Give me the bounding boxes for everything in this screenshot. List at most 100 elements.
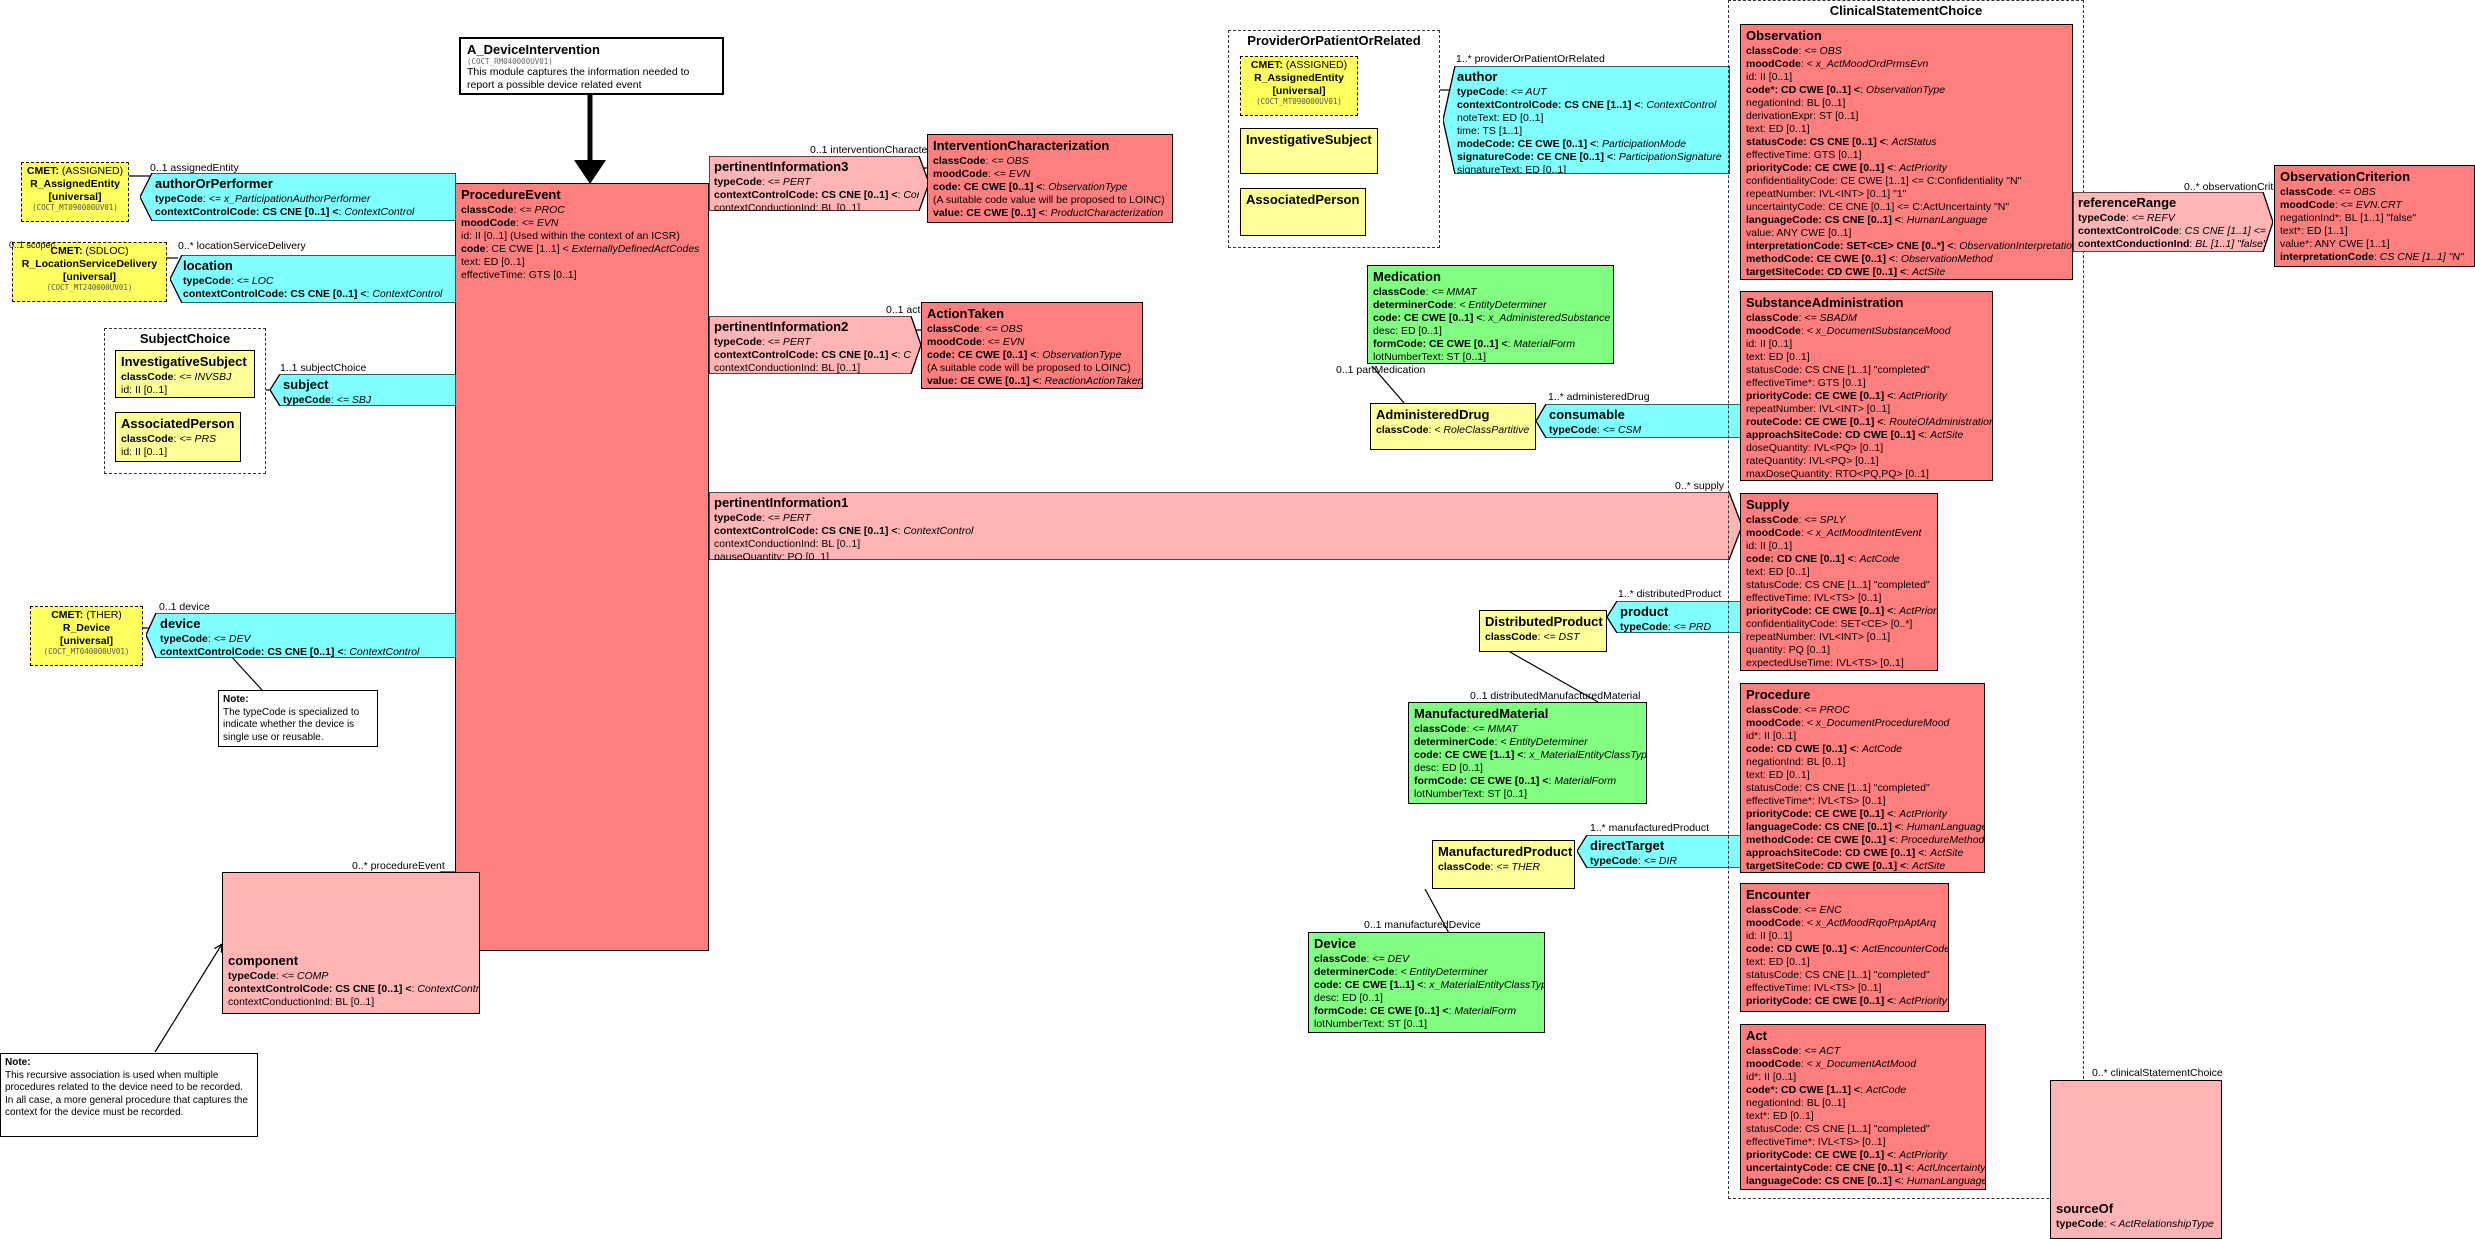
class-title: AssociatedPerson xyxy=(121,416,235,431)
class-title: Medication xyxy=(1373,269,1441,284)
class-title: pertinentInformation3 xyxy=(714,159,849,174)
entry-desc: This module captures the information nee… xyxy=(467,66,690,92)
class-attribute: moodCode: < x_DocumentActMood xyxy=(1746,1057,1917,1070)
class-title: product xyxy=(1620,604,1669,619)
label-scope-stub: 0..1 scopedRole xyxy=(9,240,75,250)
class-title: SubstanceAdministration xyxy=(1746,295,1904,310)
pertinent1-shape xyxy=(709,492,1742,560)
class-attribute: text: ED [0..1] xyxy=(1746,955,1810,968)
class-attribute: contextControlCode: CS CNE [0..1] <: Con… xyxy=(160,645,420,658)
cmet-header: CMET: (SDLOC) xyxy=(16,245,163,258)
class-attribute: negationInd: BL [0..1] xyxy=(1746,755,1846,768)
class-attribute: classCode: <= ENC xyxy=(1746,903,1842,916)
class-attribute: routeCode: CE CWE [0..1] <: RouteOfAdmin… xyxy=(1746,416,1993,429)
class-title: author xyxy=(1457,69,1498,84)
class-attribute: modeCode: CE CWE [0..1] <: Participation… xyxy=(1457,137,1687,150)
cmet-assigned-entity-2[interactable]: CMET: (ASSIGNED)R_AssignedEntity[univers… xyxy=(1240,56,1358,116)
class-attribute: methodCode: CE CWE [0..1] <: ProcedureMe… xyxy=(1746,834,1985,847)
class-attribute: value: CE CWE [0..1] <: ProductCharacter… xyxy=(933,206,1164,219)
class-attribute: effectiveTime: GTS [0..1] xyxy=(1746,149,1862,162)
class-attribute: priorityCode: CE CWE [0..1] <: ActPriori… xyxy=(1746,162,1947,175)
class-title: location xyxy=(183,258,233,273)
label-clinical-choice: 0..* clinicalStatementChoice xyxy=(2092,1067,2223,1079)
class-attribute: contextControlCode: CS CNE [0..1] <: Con… xyxy=(714,348,911,361)
class-attribute: expectedUseTime: IVL<TS> [0..1] xyxy=(1746,657,1904,670)
investigative-subject-p[interactable]: InvestigativeSubject xyxy=(1240,128,1378,174)
label-subject-choice: 1..1 subjectChoice xyxy=(280,362,367,374)
class-attribute: formCode: CE CWE [0..1] <: MaterialForm xyxy=(1373,337,1576,350)
cmet-flavor: [universal] xyxy=(1272,84,1326,97)
class-title: AssociatedPerson xyxy=(1246,192,1360,207)
pertinent2-shape xyxy=(709,316,921,374)
class-attribute: classCode: <= THER xyxy=(1438,860,1541,873)
class-title: pertinentInformation2 xyxy=(714,319,849,334)
class-attribute: moodCode: <= EVN xyxy=(927,335,1025,348)
class-title: component xyxy=(228,953,299,968)
cmet-tag: (ASSIGNED) xyxy=(1285,59,1348,71)
subject-choice-title: SubjectChoice xyxy=(139,331,231,346)
label-administered-drug: 1..* administeredDrug xyxy=(1548,391,1650,403)
class-attribute: interpretationCode: SET<CE> CNE [0..*] <… xyxy=(1746,240,2073,253)
cmet-assigned-entity[interactable]: CMET: (ASSIGNED)R_AssignedEntity[univers… xyxy=(21,162,129,222)
class-attribute: quantity: PQ [0..1] xyxy=(1746,644,1831,657)
class-title: ActionTaken xyxy=(927,306,1005,321)
class-title: Device xyxy=(1314,936,1356,951)
cmet-name: R_Device xyxy=(62,621,111,634)
class-attribute: formCode: CE CWE [0..1] <: MaterialForm xyxy=(1314,1004,1517,1017)
class-attribute: lotNumberText: ST [0..1] xyxy=(1314,1017,1428,1030)
reference-range-shape xyxy=(2073,192,2273,252)
class-attribute: moodCode: < x_ActMoodIntentEvent xyxy=(1746,526,1922,539)
class-attribute: languageCode: CS CNE [0..1] <: HumanLang… xyxy=(1746,821,1985,834)
cmet-device[interactable]: CMET: (THER)R_Device[universal](COCT_MT0… xyxy=(30,606,143,666)
class-attribute: moodCode: <= EVN.CRT xyxy=(2280,198,2402,211)
direct-target-shape xyxy=(1577,835,1742,868)
class-attribute: id: II [0..1] xyxy=(1746,539,1793,552)
class-attribute: negationInd: BL [0..1] xyxy=(1746,96,1846,109)
class-attribute: value: CE CWE [0..1] <: ReactionActionTa… xyxy=(927,374,1143,387)
class-title: device xyxy=(160,616,201,631)
class-attribute: text*: ED [0..1] xyxy=(1746,1109,1814,1122)
associated-person-p[interactable]: AssociatedPerson xyxy=(1240,188,1366,236)
class-attribute: time: TS [1..1] xyxy=(1457,124,1523,137)
class-attribute: moodCode: < x_ActMoodOrdPrmsEvn xyxy=(1746,57,1929,70)
class-title: pertinentInformation1 xyxy=(714,495,849,510)
class-attribute: statusCode: CS CNE [1..1] "completed" xyxy=(1746,363,1930,376)
class-attribute: classCode: <= OBS xyxy=(927,322,1023,335)
cmet-location-service[interactable]: CMET: (SDLOC)R_LocationServiceDelivery[u… xyxy=(12,242,167,302)
class-attribute: formCode: CE CWE [0..1] <: MaterialForm xyxy=(1414,774,1617,787)
class-attribute: pauseQuantity: PQ [0..1] xyxy=(714,550,829,560)
class-attribute: typeCode: <= PRD xyxy=(1620,620,1712,633)
